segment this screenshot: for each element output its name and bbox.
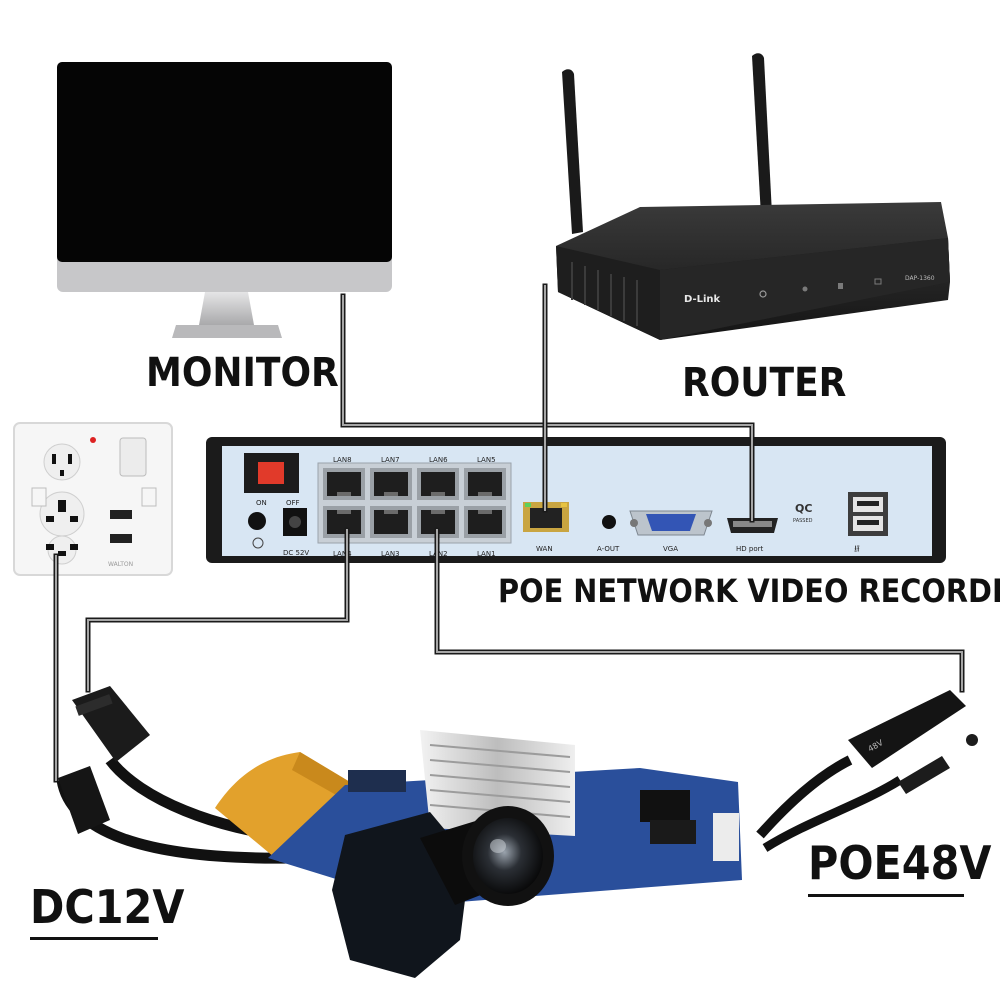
usb-port-icon [110, 510, 132, 519]
monitor-base [172, 325, 282, 338]
dc-in-label: DC 52V [283, 549, 309, 557]
power-connector [713, 813, 739, 861]
router-label: ROUTER [682, 360, 847, 406]
poe-splitter-body [848, 690, 966, 768]
lan-port [370, 506, 412, 538]
router-antenna-right [752, 53, 772, 216]
lan-top-label: LAN7 [381, 456, 400, 464]
aout-label: A-OUT [597, 545, 620, 553]
lock-led-icon [838, 283, 843, 289]
outlet-brand: WALTON [108, 561, 133, 568]
router: D-Link DAP-1360 [556, 53, 950, 340]
wall-outlet: WALTON [13, 422, 173, 576]
router-antenna-left [562, 69, 583, 234]
usb-port-icon [110, 534, 132, 543]
lan-top-label: LAN5 [477, 456, 496, 464]
fpc-connector [348, 770, 406, 792]
camera-module [215, 730, 742, 978]
cable-lan2-poe [436, 529, 963, 691]
lan-led-icon [874, 278, 882, 285]
router-brand: D-Link [684, 294, 721, 305]
grounding-screw-icon [248, 512, 266, 530]
power-led-icon [759, 290, 767, 298]
poe-splitter: 48V [756, 690, 978, 852]
hd-label: HD port [736, 545, 763, 553]
ground-symbol-icon [252, 537, 264, 549]
connection-cables [53, 283, 965, 783]
cable-lan4-rj45 [87, 529, 348, 691]
monitor-neck [199, 292, 254, 325]
nvr: ON OFF DC 52V LAN8 LAN7 LAN6 LAN5 LAN4 L… [206, 437, 946, 563]
monitor [57, 62, 392, 338]
lan-port [370, 468, 412, 500]
qc-badge: QC PASSED [793, 502, 813, 524]
outlet-indicator-icon [90, 437, 96, 443]
lan-top-label: LAN6 [429, 456, 448, 464]
transformer-chip [640, 790, 690, 822]
outlet-switch [119, 437, 147, 477]
heatsink [420, 730, 575, 836]
dc12v-label: DC12V [30, 880, 185, 934]
wan-label: WAN [536, 545, 553, 553]
rj45-connector [72, 686, 150, 762]
qc-badge-sub: PASSED [793, 518, 813, 524]
lan-port [417, 468, 459, 500]
lan-port [323, 506, 365, 538]
vga-label: VGA [663, 545, 678, 553]
poe48v-label: POE48V [808, 836, 992, 890]
monitor-screen [57, 62, 392, 262]
lens-glass [473, 818, 543, 894]
monitor-label: MONITOR [146, 350, 339, 396]
lan-port [464, 506, 506, 538]
switch-on-label: ON [256, 499, 267, 507]
lan-bottom-label: LAN1 [477, 550, 496, 558]
dc12v-underline [30, 937, 158, 940]
qc-badge-text: QC [795, 502, 812, 515]
lan-bottom-label: LAN3 [381, 550, 400, 558]
router-model: DAP-1360 [905, 275, 935, 282]
nvr-label: POE NETWORK VIDEO RECORDER [498, 572, 1000, 610]
lan-bottom-label: LAN4 [333, 550, 352, 558]
dc-jack-connector [58, 766, 110, 834]
lan-port [464, 468, 506, 500]
lan-port [323, 468, 365, 500]
switch-off-label: OFF [286, 499, 300, 507]
usb-symbol-icon: ⭿ [854, 545, 860, 555]
ic-chip [650, 820, 696, 844]
audio-out-jack [602, 515, 616, 529]
lan-top-label: LAN8 [333, 456, 352, 464]
poe48v-underline [808, 894, 964, 897]
wifi-led-icon [802, 286, 808, 292]
